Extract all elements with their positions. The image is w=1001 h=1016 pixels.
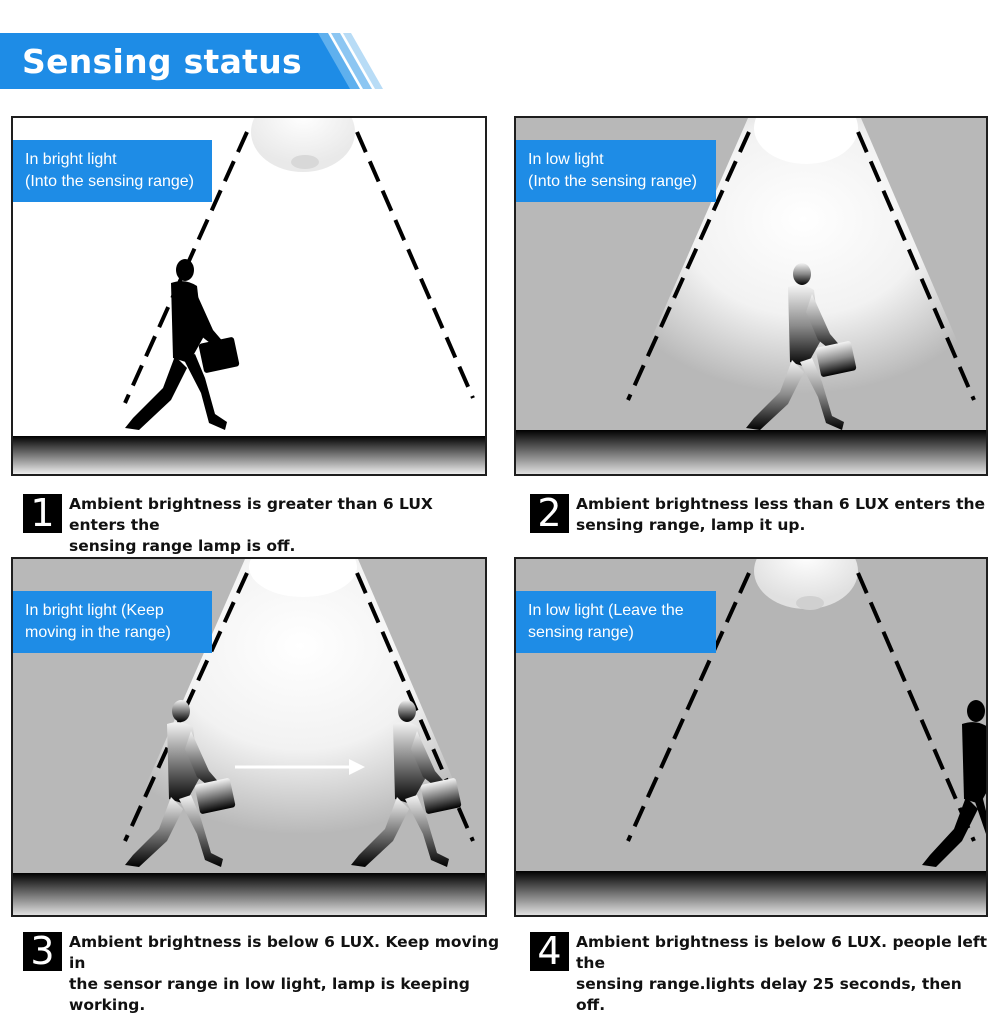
scene-panel-4: In low light (Leave the sensing range): [514, 557, 988, 917]
status-label-4: In low light (Leave the sensing range): [516, 591, 716, 653]
header-banner-shape: [0, 33, 383, 89]
step-number-badge: 2: [530, 494, 569, 533]
sensing-range-line-right: [856, 131, 976, 401]
status-label-line: In low light (Leave the: [528, 602, 684, 619]
walking-man-icon: [125, 700, 236, 867]
caption-line: Ambient brightness less than 6 LUX enter…: [576, 495, 986, 513]
caption-line: sensing range, lamp it up.: [576, 516, 806, 534]
floor: [13, 436, 485, 474]
caption-line: sensing range.lights delay 25 seconds, t…: [576, 975, 962, 1014]
status-label-line: In bright light (Keep: [25, 602, 164, 619]
caption-text: Ambient brightness less than 6 LUX enter…: [576, 494, 985, 536]
status-label-line: In low light: [528, 151, 604, 168]
caption-line: the sensor range in low light, lamp is k…: [69, 975, 470, 1014]
caption-1: 1 Ambient brightness is greater than 6 L…: [23, 494, 493, 555]
walking-man-icon: [922, 700, 986, 867]
step-number-badge: 1: [23, 494, 62, 533]
caption-line: sensing range lamp is off.: [69, 537, 296, 555]
scene-panel-2: In low light (Into the sensing range): [514, 116, 988, 476]
caption-4: 4 Ambient brightness is below 6 LUX. peo…: [530, 932, 995, 1014]
page-title: Sensing status: [22, 42, 302, 81]
status-label-1: In bright light (Into the sensing range): [13, 140, 212, 202]
caption-text: Ambient brightness is below 6 LUX. Keep …: [69, 932, 503, 1016]
sensing-range-line-right: [355, 131, 475, 399]
status-label-2: In low light (Into the sensing range): [516, 140, 716, 202]
caption-3: 3 Ambient brightness is below 6 LUX. Kee…: [23, 932, 503, 1014]
caption-text: Ambient brightness is below 6 LUX. peopl…: [576, 932, 995, 1016]
sensing-range-line-left: [626, 131, 751, 401]
floor: [13, 873, 485, 915]
scene-panel-3: In bright light (Keep moving in the rang…: [11, 557, 487, 917]
status-label-line: sensing range): [528, 624, 634, 641]
section-header: Sensing status: [0, 33, 390, 89]
caption-line: Ambient brightness is below 6 LUX. Keep …: [69, 933, 500, 972]
step-number-badge: 4: [530, 932, 569, 971]
sensing-range-line-right: [856, 572, 976, 842]
status-label-line: (Into the sensing range): [528, 173, 697, 190]
floor: [516, 430, 986, 474]
floor: [516, 871, 986, 915]
lamp-icon: [251, 118, 355, 172]
walking-man-icon: [746, 263, 857, 430]
scene-panel-1: In bright light (Into the sensing range): [11, 116, 487, 476]
lamp-icon: [754, 559, 858, 609]
step-number-badge: 3: [23, 932, 62, 971]
status-label-line: In bright light: [25, 151, 117, 168]
walking-man-icon: [125, 259, 240, 430]
walking-man-icon: [351, 700, 462, 867]
scene-illustration-1: [13, 118, 485, 474]
lamp-icon: [249, 559, 357, 597]
status-label-line: (Into the sensing range): [25, 173, 194, 190]
status-label-line: moving in the range): [25, 624, 171, 641]
caption-line: Ambient brightness is below 6 LUX. peopl…: [576, 933, 987, 972]
status-label-3: In bright light (Keep moving in the rang…: [13, 591, 212, 653]
sensing-range-line-left: [626, 572, 751, 842]
caption-2: 2 Ambient brightness less than 6 LUX ent…: [530, 494, 995, 538]
caption-text: Ambient brightness is greater than 6 LUX…: [69, 494, 493, 557]
lamp-icon: [754, 118, 858, 164]
caption-line: Ambient brightness is greater than 6 LUX…: [69, 495, 433, 534]
